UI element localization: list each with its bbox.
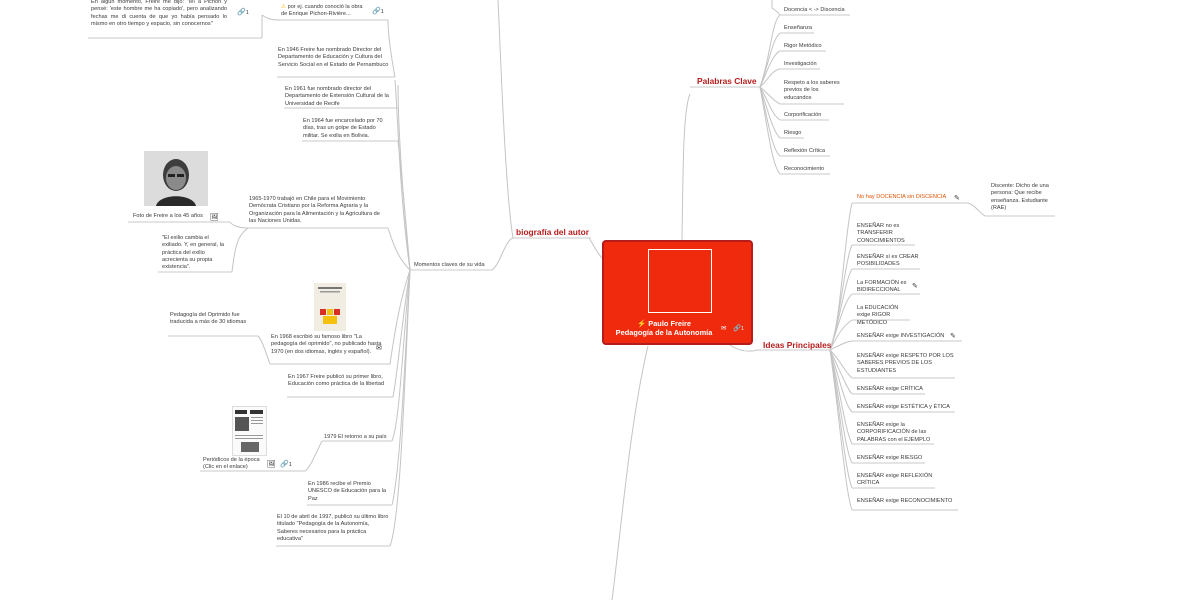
topic-foto-freire[interactable]: Foto de Freire a los 45 años [133,213,203,219]
idea-rigor-metodico[interactable]: La EDUCACIÓN exige RIGOR METÓDICO [857,305,899,326]
idea-reconocimiento[interactable]: ENSEÑAR exige RECONOCIMIENTO [857,498,953,504]
newspaper-image[interactable] [232,406,267,456]
keyword-reconocimiento[interactable]: Reconocimiento [784,166,825,172]
topic-pichon-riviere[interactable]: ⚠ por ej. cuando conoció la obra de Enri… [281,4,363,18]
topic-1964[interactable]: En 1964 fue encarcelado por 70 días, tra… [303,118,383,139]
keyword-ensenanza[interactable]: Enseñanza [784,25,812,31]
topic-1967[interactable]: En 1967 Freire publicó su primer libro, … [288,374,385,388]
topic-1946[interactable]: En 1946 Freire fue nombrado Director del… [278,47,389,68]
link-icon[interactable]: 🔗1 [372,8,384,15]
bolt-icon: ⚡ [637,319,647,328]
central-topic-title: ⚡ Paulo Freire Pedagogía de la Autonomía [615,319,713,337]
idea-critica[interactable]: ENSEÑAR exige CRÍTICA [857,386,923,392]
central-topic-node[interactable]: ⚡ Paulo Freire Pedagogía de la Autonomía… [602,240,753,345]
branch-ideas-principales[interactable]: Ideas Principales [763,340,832,350]
branch-biografia-del-autor[interactable]: biografía del autor [516,227,590,237]
warning-icon: ⚠ [281,4,287,10]
book-cover-graphic [314,283,346,331]
keyword-docencia[interactable]: Docencia < -> Discencia [784,7,845,13]
book-cover-image[interactable] [314,283,346,331]
topic-1986[interactable]: En 1986 recibe el Premio UNESCO de Educa… [308,481,387,502]
idea-transferir[interactable]: ENSEÑAR no es TRANSFERIR CONOCIMIENTOS [857,223,905,244]
topic-1968[interactable]: En 1968 escribió su famoso libro "La ped… [271,334,382,355]
idea-respeto-saberes[interactable]: ENSEÑAR exige RESPETO POR LOS SABERES PR… [857,353,954,374]
topic-1965-1970[interactable]: 1965-1970 trabajó en Chile para el Movim… [249,196,380,224]
newspaper-graphic [233,407,266,455]
topic-discente-definition[interactable]: Discente: Dicho de una persona: Que reci… [991,183,1049,211]
idea-crear-posibilidades[interactable]: ENSEÑAR sí es CREAR POSIBILIDADES [857,254,919,268]
link-icon[interactable]: 🔗1 [280,461,292,468]
topic-oprimido-traducida[interactable]: Pedagogía del Oprimido fue traducida a m… [170,312,247,326]
idea-estetica-etica[interactable]: ENSEÑAR exige ESTÉTICA y ÉTICA [857,404,950,410]
note-icon[interactable]: ✎ [950,333,956,340]
idea-investigacion[interactable]: ENSEÑAR exige INVESTIGACIÓN [857,333,945,339]
link-icon[interactable]: 🔗1 [733,325,744,332]
image-icon: 🖼 [210,214,219,221]
idea-reflexion-critica[interactable]: ENSEÑAR exige REFLEXIÓN CRÍTICA [857,473,933,487]
portrait-image [144,151,208,206]
note-icon[interactable]: ✉ [721,325,727,332]
idea-formacion-bidireccional[interactable]: La FORMACIÓN es BIDIRECCIONAL [857,280,907,294]
branch-palabras-clave[interactable]: Palabras Clave [697,76,757,86]
note-icon[interactable]: ✉ [376,345,382,352]
note-icon[interactable]: ✎ [954,195,960,202]
topic-1979[interactable]: 1979 El retorno a su país [324,434,387,440]
note-icon[interactable]: ✎ [912,283,918,290]
keyword-respeto-saberes[interactable]: Respeto a los saberes previos de los edu… [784,80,840,101]
keyword-reflexion-critica[interactable]: Reflexión Crítica [784,148,826,154]
keyword-corporificacion[interactable]: Corporificación [784,112,822,118]
image-icon: 🖼 [267,461,276,468]
topic-1997[interactable]: El 10 de abril de 1997, publicó su últim… [277,514,389,542]
link-icon[interactable]: 🔗1 [237,9,249,16]
idea-riesgo[interactable]: ENSEÑAR exige RIESGO [857,455,923,461]
root-image-placeholder [648,249,712,313]
keyword-riesgo[interactable]: Riesgo [784,130,802,136]
keyword-investigacion[interactable]: Investigación [784,61,817,67]
topic-1961[interactable]: En 1961 fue nombrado director del Depart… [285,86,389,107]
freire-photo[interactable] [144,151,208,206]
topic-momentos-claves[interactable]: Momentos claves de su vida [414,262,485,268]
topic-periodicos[interactable]: Periódicos de la época (Clic en el enlac… [203,457,260,471]
idea-corporificacion[interactable]: ENSEÑAR exige la CORPORIFICACIÓN de las … [857,422,931,443]
keyword-rigor-metodico[interactable]: Rigor Metódico [784,43,822,49]
topic-exilio-quote[interactable]: "El exilio cambia el exiliado. Y, en gen… [162,235,224,271]
topic-freire-quote[interactable]: En algún momento, Freire me dijo: "leí a… [91,0,227,27]
idea-docencia-discencia[interactable]: No hay DOCENCIA sin DISCENCIA [857,194,947,200]
